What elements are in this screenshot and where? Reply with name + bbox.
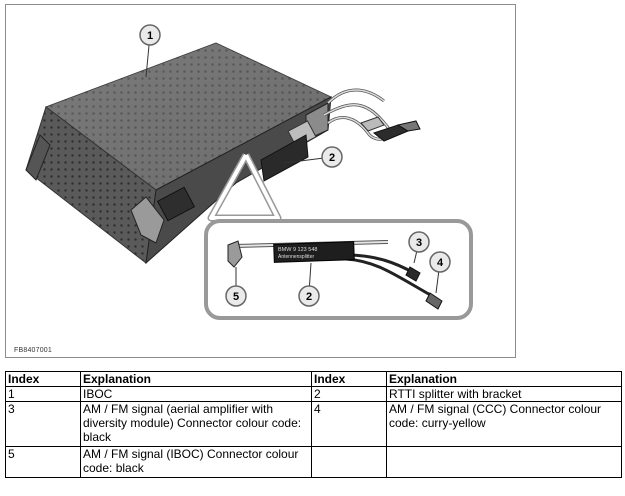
table-cell: IBOC [80, 386, 312, 402]
module-label-1: BMW 9 123 548 [278, 247, 317, 253]
callout-2-main: 2 [321, 146, 343, 168]
table-cell: RTTI splitter with bracket [386, 386, 622, 402]
callout-2-detail: 2 [298, 285, 320, 307]
callout-5: 5 [225, 285, 247, 307]
iboc-unit-drawing: BMW 9 123 548 Antennensplitter 1 2 2 3 [25, 24, 473, 320]
svg-text:2: 2 [329, 152, 335, 164]
header-explanation: Explanation [386, 371, 622, 387]
table-cell: 4 [311, 401, 387, 447]
header-index: Index [5, 371, 81, 387]
table-cell: 1 [5, 386, 81, 402]
svg-text:1: 1 [147, 30, 153, 42]
table-cell: AM / FM signal (IBOC) Connector colour c… [80, 446, 312, 478]
table-header-row: Index Explanation Index Explanation [5, 371, 622, 387]
table-cell [386, 446, 622, 478]
callout-4: 4 [429, 251, 451, 273]
splitter-module [273, 241, 355, 263]
table-row: 3 AM / FM signal (aerial amplifier with … [5, 401, 622, 447]
legend-table: Index Explanation Index Explanation 1 IB… [5, 371, 622, 478]
table-cell: 5 [5, 446, 81, 478]
svg-text:2: 2 [306, 291, 312, 303]
table-row: 5 AM / FM signal (IBOC) Connector colour… [5, 446, 622, 478]
table-row: 1 IBOC 2 RTTI splitter with bracket [5, 386, 622, 402]
table-cell: 3 [5, 401, 81, 447]
callout-3: 3 [408, 231, 430, 253]
figure-id: FB8407001 [14, 347, 52, 354]
svg-text:5: 5 [233, 291, 239, 303]
table-cell: 2 [311, 386, 387, 402]
svg-text:4: 4 [437, 257, 444, 269]
table-cell: AM / FM signal (aerial amplifier with di… [80, 401, 312, 447]
header-index: Index [311, 371, 387, 387]
component-illustration: BMW 9 123 548 Antennensplitter 1 2 2 3 [5, 4, 516, 358]
module-label-2: Antennensplitter [278, 254, 314, 260]
callout-1: 1 [139, 24, 161, 46]
table-cell: AM / FM signal (CCC) Connector colour co… [386, 401, 622, 447]
table-cell [311, 446, 387, 478]
svg-text:3: 3 [416, 237, 422, 249]
header-explanation: Explanation [80, 371, 312, 387]
